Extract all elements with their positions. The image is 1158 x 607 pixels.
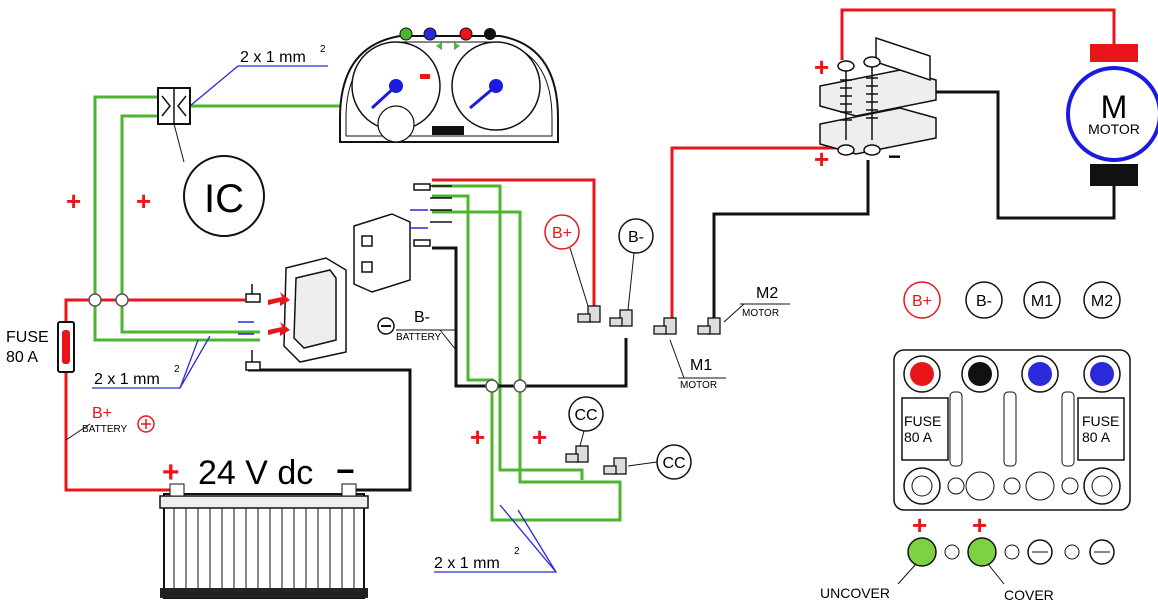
battery-bplus-label: B+	[92, 405, 112, 422]
dashboard-icon	[339, 27, 559, 143]
panel-bminus-badge	[965, 281, 1003, 319]
terminal-screws	[565, 305, 721, 475]
motor-word: MOTOR	[1088, 121, 1140, 137]
cover-label: COVER	[1004, 587, 1054, 603]
terminal-cc-label-2: CC	[662, 455, 685, 472]
panel-m2-badge	[1083, 281, 1121, 319]
battery-icon	[159, 483, 369, 599]
plus-sign-ic-1: +	[66, 186, 81, 216]
ic-label: IC	[204, 177, 244, 221]
terminal-bplus-label: B+	[552, 225, 572, 242]
panel-m1-label: M1	[1031, 293, 1053, 310]
wire-crossovers	[88, 293, 527, 393]
callout-lines	[92, 65, 558, 573]
panel-fuse-left-rating: 80 A	[904, 429, 933, 445]
plus-sign-ic-2: +	[136, 186, 151, 216]
panel-bminus-label: B-	[976, 293, 992, 310]
fuse-panel-icon	[893, 349, 1131, 511]
terminal-bplus-badge	[544, 214, 580, 250]
contactor-plus-top: +	[814, 52, 829, 82]
contactor-minus-bottom: −	[888, 144, 901, 169]
plug-connector-left-icon	[238, 257, 347, 371]
wire-gauge-left: 2 x 1 mm	[94, 371, 160, 388]
terminal-bminus-label: B-	[628, 229, 644, 246]
battery-bminus-sub: BATTERY	[396, 332, 442, 343]
panel-m2-label: M2	[1091, 293, 1113, 310]
terminal-m2-label: M2	[756, 285, 778, 302]
panel-bplus-badge	[903, 281, 941, 319]
cover-buttons-icon	[897, 537, 1115, 585]
panel-fuse-right-rating: 80 A	[1082, 429, 1111, 445]
green-wires-ic	[93, 95, 622, 522]
terminal-cc-label-1: CC	[574, 407, 597, 424]
panel-m1-badge	[1023, 281, 1061, 319]
uncover-plus: +	[912, 510, 927, 540]
wire-gauge-bottom: 2 x 1 mm	[434, 555, 500, 572]
panel-fuse-left-label: FUSE	[904, 413, 941, 429]
battery-bplus-sub: BATTERY	[82, 424, 128, 435]
ic-badge	[183, 155, 265, 237]
main-fuse-rating: 80 A	[6, 349, 38, 366]
wire-gauge-top-sup: 2	[320, 44, 326, 55]
cover-plus: +	[972, 510, 987, 540]
main-fuse-icon	[57, 321, 75, 373]
terminal-cc-badge-1	[568, 396, 604, 432]
motor-letter: M	[1101, 89, 1128, 125]
panel-fuse-right-label: FUSE	[1082, 413, 1119, 429]
black-wires-negative	[248, 90, 1116, 492]
terminal-m2-sub: MOTOR	[742, 308, 779, 319]
plug-arrows-left	[268, 292, 290, 336]
main-fuse-label: FUSE	[6, 329, 49, 346]
uncover-label: UNCOVER	[820, 585, 890, 601]
plus-sign-cc-2: +	[532, 422, 547, 452]
ic-connector-icon	[157, 87, 191, 163]
wire-gauge-bottom-sup: 2	[514, 546, 520, 557]
wire-gauge-top: 2 x 1 mm	[240, 49, 306, 66]
terminal-m1-sub: MOTOR	[680, 380, 717, 391]
battery-minus-sign: −	[336, 453, 355, 489]
motor-icon	[1066, 44, 1158, 186]
battery-voltage-label: 24 V dc	[198, 454, 313, 492]
terminal-bminus-badge	[618, 218, 654, 254]
battery-bminus-label: B-	[414, 309, 430, 326]
contactor-plus-bottom: +	[814, 144, 829, 174]
wire-gauge-left-sup: 2	[174, 364, 180, 375]
battery-plus-sign: +	[162, 456, 180, 489]
contactor-icon	[819, 36, 937, 156]
terminal-m1-label: M1	[690, 357, 712, 374]
panel-bplus-label: B+	[912, 293, 932, 310]
plug-connector-right-icon	[353, 183, 452, 293]
plus-sign-cc-1: +	[470, 422, 485, 452]
